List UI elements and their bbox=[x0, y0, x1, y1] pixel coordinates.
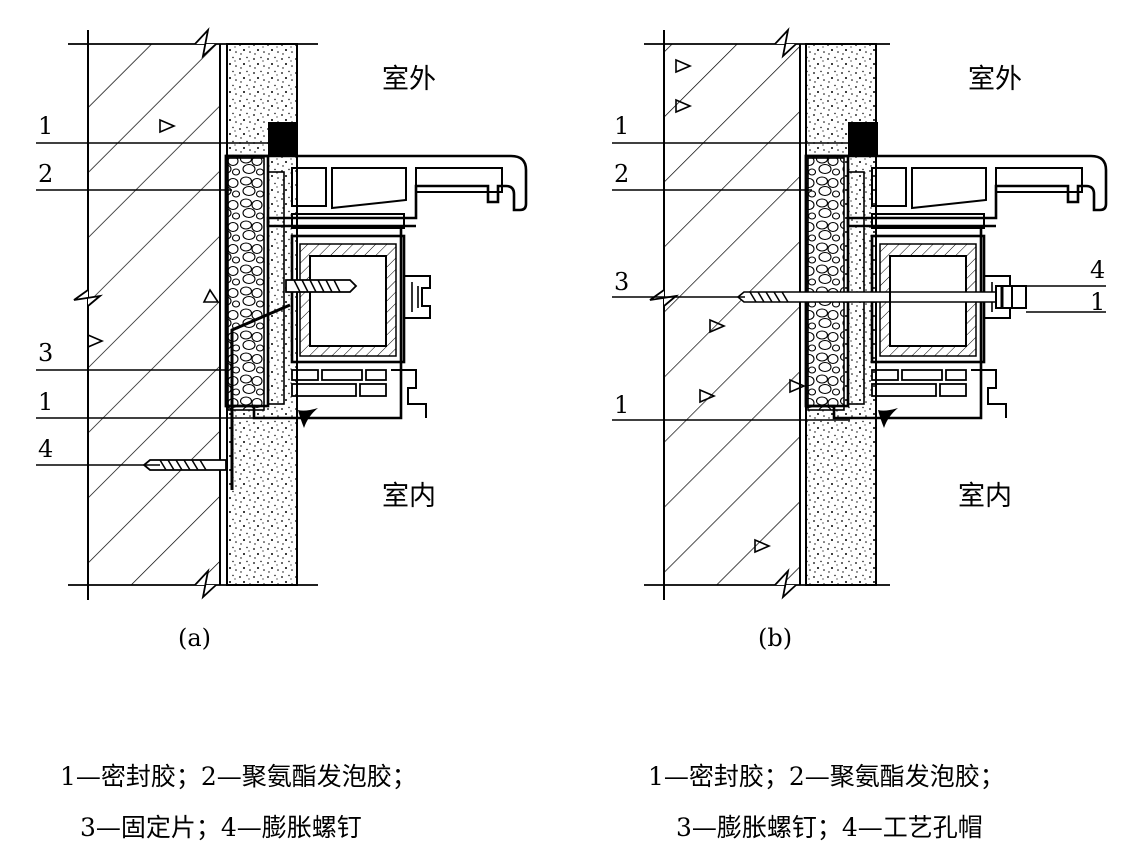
callout-b-4: 4 bbox=[1090, 256, 1105, 284]
callout-a-4: 4 bbox=[38, 435, 53, 463]
callout-a-1-top: 1 bbox=[38, 112, 53, 140]
callout-a-3: 3 bbox=[38, 339, 53, 367]
label-b-inside: 室内 bbox=[958, 481, 1012, 512]
legend-a-line1: 1—密封胶；2—聚氨酯发泡胶； bbox=[60, 762, 417, 791]
diagram-b: 1 2 3 1 4 1 室外 室内 (b) bbox=[612, 27, 1108, 652]
diagram-a: 1 2 3 1 4 室外 室内 (a) bbox=[36, 27, 528, 652]
callout-b-2: 2 bbox=[614, 160, 629, 188]
callout-a-2: 2 bbox=[38, 160, 53, 188]
label-a-outside: 室外 bbox=[382, 64, 436, 95]
label-a-inside: 室内 bbox=[382, 481, 436, 512]
legend-a-line2: 3—固定片；4—膨胀螺钉 bbox=[80, 813, 362, 842]
expansion-screw-long bbox=[736, 285, 1027, 309]
legend-b-line1: 1—密封胶；2—聚氨酯发泡胶； bbox=[648, 762, 1005, 791]
callout-b-1-bottom: 1 bbox=[614, 391, 629, 419]
callout-b-1-right: 1 bbox=[1090, 288, 1105, 316]
label-b-outside: 室外 bbox=[968, 64, 1022, 95]
expansion-screw-lower bbox=[142, 459, 227, 471]
callout-a-1-bottom: 1 bbox=[38, 388, 53, 416]
legend-b-line2: 3—膨胀螺钉；4—工艺孔帽 bbox=[676, 813, 983, 842]
caption-a: (a) bbox=[178, 624, 211, 652]
callout-b-3: 3 bbox=[614, 268, 629, 296]
expansion-screw-upper bbox=[285, 279, 358, 293]
caption-b: (b) bbox=[758, 624, 792, 652]
callout-b-1-top: 1 bbox=[614, 112, 629, 140]
